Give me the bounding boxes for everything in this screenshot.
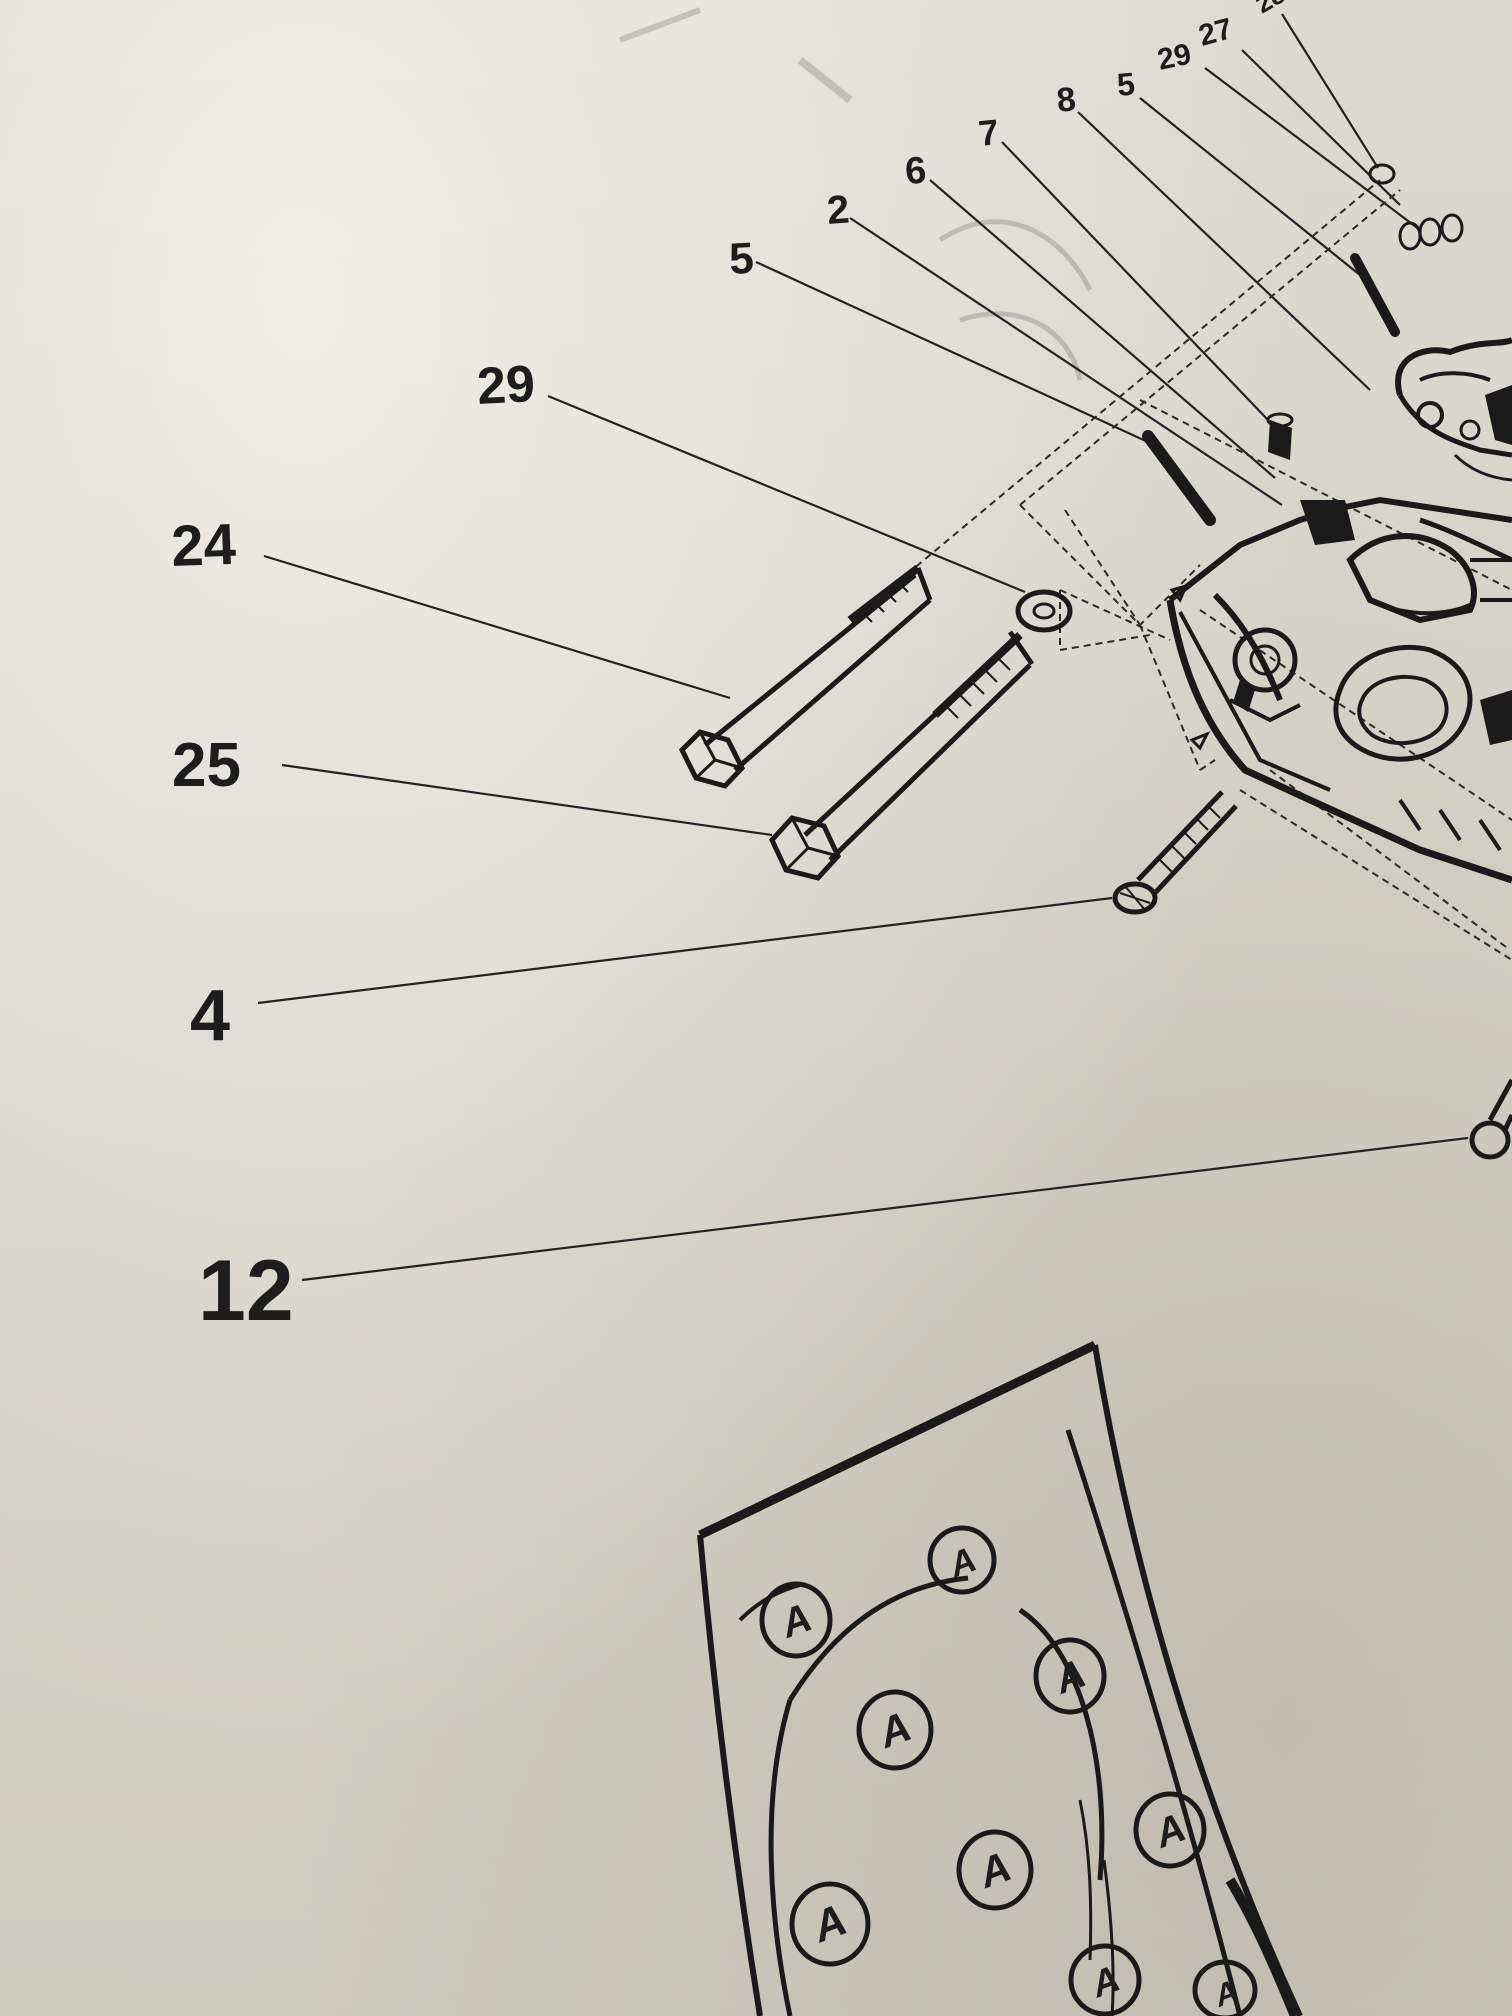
callout-c4: 4 bbox=[190, 976, 230, 1056]
callout-c25: 25 bbox=[172, 731, 241, 800]
callout-c29a: 29 bbox=[1155, 38, 1195, 77]
plate-mark-2: A bbox=[927, 1525, 997, 1595]
assembly-dashed-lines bbox=[869, 179, 1512, 961]
callout-c27: 27 bbox=[1195, 12, 1236, 53]
nut-27-b bbox=[1418, 217, 1442, 247]
callout-c29b: 29 bbox=[476, 355, 537, 416]
plate-mark-label: A bbox=[872, 1702, 918, 1757]
pin-5 bbox=[1142, 430, 1216, 526]
callout-c12: 12 bbox=[198, 1243, 294, 1339]
plate-mark-circle bbox=[1033, 1637, 1107, 1715]
plate-mark-label: A bbox=[1085, 1958, 1125, 2006]
plate-markings: A A A A A A A A A bbox=[759, 1525, 1258, 2016]
plate-mark-label: A bbox=[972, 1842, 1018, 1897]
leader-25 bbox=[281, 763, 773, 837]
nut-27-c bbox=[1440, 213, 1464, 243]
main-housing bbox=[1166, 496, 1512, 884]
plate-mark-5: A bbox=[1133, 1791, 1207, 1869]
leader-12 bbox=[301, 1136, 1469, 1282]
callout-c6: 6 bbox=[904, 150, 928, 193]
screw-12 bbox=[1469, 1078, 1512, 1160]
cover-plate bbox=[697, 1340, 1303, 2016]
plate-mark-1: A bbox=[759, 1581, 833, 1659]
plate-mark-circle bbox=[856, 1689, 934, 1771]
plate-mark-9: A bbox=[1192, 1959, 1258, 2016]
leader-28 bbox=[1281, 13, 1379, 169]
callout-c8: 8 bbox=[1055, 80, 1078, 120]
leader-29-top bbox=[1204, 67, 1421, 231]
plate-mark-circle bbox=[1192, 1959, 1258, 2016]
plate-mark-7: A bbox=[789, 1881, 871, 1967]
nut-27-a bbox=[1398, 221, 1422, 251]
upper-housing bbox=[1395, 337, 1512, 482]
plate-mark-label: A bbox=[1048, 1651, 1091, 1703]
leader-4 bbox=[257, 896, 1113, 1005]
faint-background-marks bbox=[618, 7, 1093, 381]
leader-5-top bbox=[1139, 97, 1361, 276]
plate-mark-circle bbox=[759, 1581, 833, 1659]
screw-4 bbox=[1112, 790, 1238, 915]
leader-6 bbox=[929, 179, 1276, 479]
callout-c24: 24 bbox=[170, 512, 237, 579]
pin-5-top bbox=[1350, 253, 1400, 337]
leader-7 bbox=[1001, 141, 1269, 421]
bolt-24 bbox=[678, 564, 933, 789]
callout-labels: 282729587625292425412 bbox=[170, 0, 1290, 1339]
leader-8 bbox=[1077, 111, 1371, 391]
callout-c7: 7 bbox=[977, 111, 1001, 154]
leader-lines bbox=[257, 13, 1469, 1282]
washer-28 bbox=[1368, 163, 1396, 185]
screw-7 bbox=[1268, 420, 1292, 460]
leader-29 bbox=[547, 394, 1026, 594]
plate-mark-6: A bbox=[956, 1829, 1034, 1911]
plate-mark-circle bbox=[1068, 1943, 1142, 2016]
plate-mark-3: A bbox=[1033, 1637, 1107, 1715]
washer-29 bbox=[1015, 589, 1073, 633]
leader-5 bbox=[755, 261, 1149, 443]
plate-mark-circle bbox=[1133, 1791, 1207, 1869]
plate-mark-circle bbox=[956, 1829, 1034, 1911]
plate-mark-4: A bbox=[856, 1689, 934, 1771]
leader-2 bbox=[849, 217, 1283, 506]
leader-24 bbox=[263, 554, 731, 700]
callout-c5b: 5 bbox=[728, 234, 755, 284]
plate-mark-label: A bbox=[774, 1595, 817, 1647]
plate-mark-8: A bbox=[1068, 1943, 1142, 2016]
plate-mark-circle bbox=[927, 1525, 997, 1595]
top-small-parts bbox=[1350, 163, 1464, 337]
plate-mark-label: A bbox=[806, 1895, 854, 1952]
small-pins bbox=[1142, 412, 1294, 526]
plate-mark-circle bbox=[789, 1881, 871, 1967]
bolt-25 bbox=[769, 630, 1035, 881]
callout-c5a: 5 bbox=[1115, 66, 1136, 103]
callout-c2: 2 bbox=[826, 188, 851, 233]
